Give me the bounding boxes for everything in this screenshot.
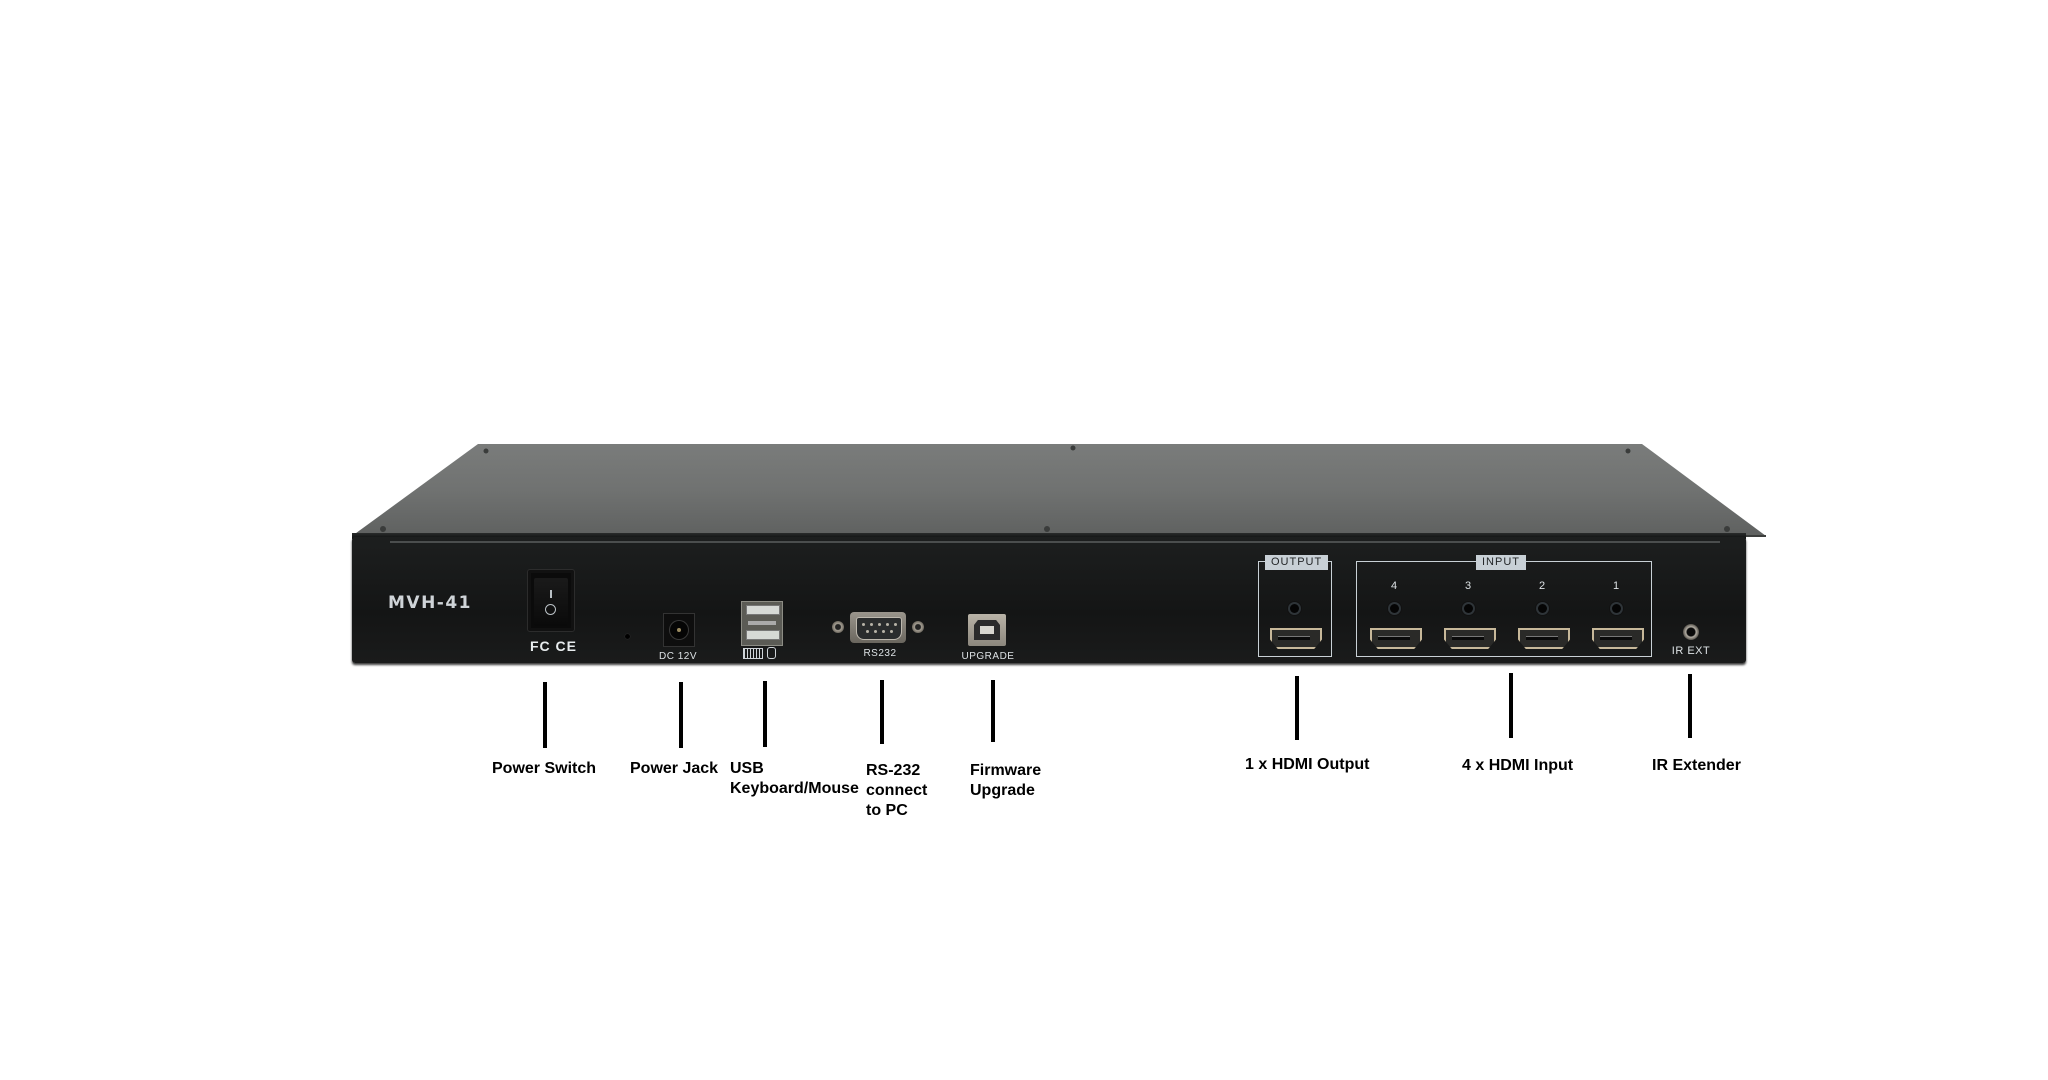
callout-line: IR Extender [1652, 757, 1741, 774]
power-off-symbol-icon [545, 604, 556, 615]
rs232-port[interactable] [832, 612, 924, 643]
pin-icon [886, 623, 889, 626]
callout-line: to PC [866, 802, 908, 819]
input-number-1: 1 [1612, 580, 1620, 592]
leader-line-rs232 [880, 680, 884, 744]
upgrade-usb-b-port[interactable] [968, 614, 1006, 646]
dc-power-jack[interactable] [663, 613, 695, 647]
screw-icon [912, 621, 924, 633]
usb-b-tongue [980, 626, 994, 634]
callout-power-switch: Power Switch [492, 759, 596, 779]
screw-icon [832, 621, 844, 633]
hdmi-input-2-port[interactable] [1518, 628, 1570, 649]
callout-line: Power Jack [630, 760, 719, 777]
hdmi-slot-icon [1526, 636, 1558, 640]
callout-hdmi-output: 1 x HDMI Output [1245, 755, 1369, 775]
power-switch[interactable] [527, 569, 575, 632]
upgrade-label: UPGRADE [961, 651, 1015, 662]
callout-line: Firmware [970, 762, 1042, 779]
leader-line-power-jack [679, 682, 683, 748]
callout-rs232: RS-232 connect to PC [866, 761, 927, 821]
usb-port-top[interactable] [746, 605, 780, 615]
ir-extender-jack[interactable] [1683, 624, 1699, 640]
usb-ports[interactable] [741, 601, 783, 646]
callout-hdmi-input: 4 x HDMI Input [1462, 756, 1573, 776]
leader-line-power-switch [543, 682, 547, 748]
db9-face [856, 617, 902, 640]
led-hole-icon [625, 634, 630, 639]
callout-ir-extender: IR Extender [1652, 756, 1741, 776]
input-number-4: 4 [1390, 580, 1398, 592]
certification-marks: FC CE [530, 638, 577, 654]
callout-line: Keyboard/Mouse [730, 780, 859, 797]
output-group-label: OUTPUT [1265, 555, 1329, 570]
hdmi-slot-icon [1278, 636, 1310, 640]
output-ir-hole-icon [1290, 604, 1299, 613]
model-label: MVH-41 [388, 593, 473, 613]
input-group-label: INPUT [1476, 555, 1526, 570]
callout-usb: USB Keyboard/Mouse [730, 759, 859, 799]
dc-jack-label: DC 12V [658, 651, 697, 662]
mouse-icon [767, 647, 776, 659]
leader-line-ir-extender [1688, 674, 1692, 738]
power-rocker [534, 578, 568, 626]
callout-line: 4 x HDMI Input [1462, 757, 1574, 774]
pin-icon [874, 630, 877, 633]
dc-jack-pin-icon [677, 628, 681, 632]
leader-line-hdmi-output [1295, 676, 1299, 740]
input-1-hole-icon [1612, 604, 1621, 613]
pin-icon [894, 623, 897, 626]
pin-icon [882, 630, 885, 633]
callout-line: 1 x HDMI Output [1245, 756, 1370, 773]
keyboard-icon [743, 648, 763, 659]
callout-line: Upgrade [970, 782, 1035, 799]
input-3-hole-icon [1464, 604, 1473, 613]
callout-line: USB [730, 760, 764, 777]
hdmi-slot-icon [1452, 636, 1484, 640]
pin-icon [862, 623, 865, 626]
front-panel-lip [352, 533, 1746, 539]
hdmi-slot-icon [1378, 636, 1410, 640]
input-number-2: 2 [1538, 580, 1546, 592]
hdmi-slot-icon [1600, 636, 1632, 640]
pin-icon [878, 623, 881, 626]
pin-icon [866, 630, 869, 633]
input-2-hole-icon [1538, 604, 1547, 613]
hdmi-output-port[interactable] [1270, 628, 1322, 649]
rs232-label: RS232 [863, 648, 897, 659]
leader-line-firmware [991, 680, 995, 742]
pin-icon [870, 623, 873, 626]
leader-line-hdmi-input [1509, 673, 1513, 738]
hdmi-input-1-port[interactable] [1592, 628, 1644, 649]
callout-line: RS-232 [866, 762, 921, 779]
callout-line: Power Switch [492, 760, 597, 777]
front-panel-edge-line [390, 541, 1720, 543]
ir-ext-label: IR EXT [1671, 645, 1711, 657]
usb-port-bottom[interactable] [746, 630, 780, 640]
input-number-3: 3 [1464, 580, 1472, 592]
leader-line-usb [763, 681, 767, 747]
callout-line: connect [866, 782, 928, 799]
usb-divider [748, 621, 776, 625]
hdmi-input-3-port[interactable] [1444, 628, 1496, 649]
power-on-symbol-icon [550, 590, 552, 598]
callout-power-jack: Power Jack [630, 759, 718, 779]
input-4-hole-icon [1390, 604, 1399, 613]
callout-firmware: Firmware Upgrade [970, 761, 1041, 801]
hdmi-input-4-port[interactable] [1370, 628, 1422, 649]
pin-icon [890, 630, 893, 633]
